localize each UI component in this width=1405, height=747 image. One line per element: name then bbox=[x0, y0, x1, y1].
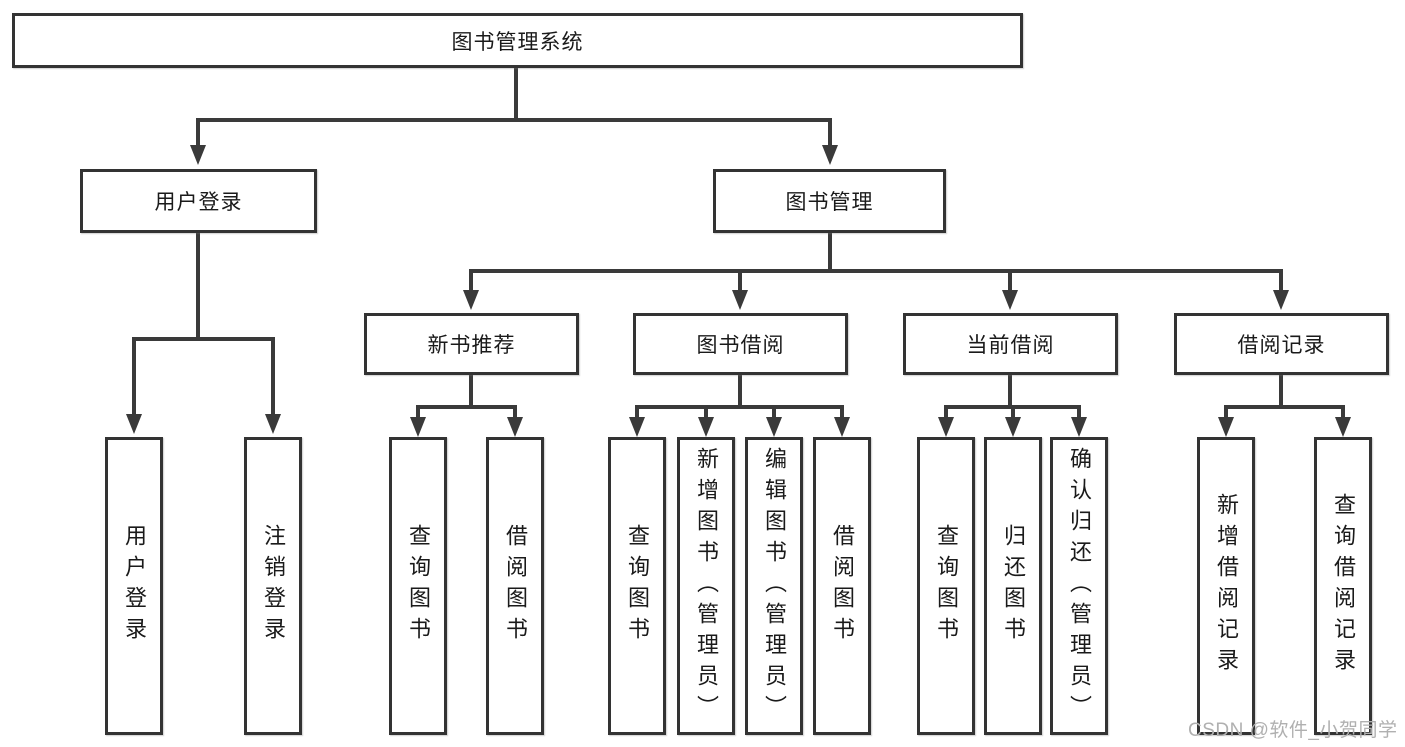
arrowhead-down bbox=[1071, 417, 1087, 437]
arrowhead-down bbox=[463, 290, 479, 310]
connector-arrow-shaft bbox=[738, 271, 742, 290]
node-box-leaf-query-book-3: 查询图书 bbox=[917, 437, 975, 735]
connector-level2-split bbox=[196, 118, 832, 122]
arrowhead-down bbox=[732, 290, 748, 310]
node-box-leaf-edit-book-admin: 编辑图书（管理员） bbox=[745, 437, 803, 735]
connector-module-stub bbox=[1008, 375, 1012, 407]
node-box-new-book-recommend: 新书推荐 bbox=[364, 313, 579, 375]
node-box-book-management: 图书管理 bbox=[713, 169, 946, 233]
node-box-leaf-borrow-book-1: 借阅图书 bbox=[486, 437, 544, 735]
arrowhead-down bbox=[822, 145, 838, 165]
node-box-leaf-user-login: 用户登录 bbox=[105, 437, 163, 735]
arrowhead-down bbox=[126, 414, 142, 434]
connector-arrow-shaft bbox=[196, 120, 200, 146]
node-label-borrow-records: 借阅记录 bbox=[1237, 334, 1326, 357]
arrowhead-down bbox=[834, 417, 850, 437]
node-box-leaf-add-borrow-record: 新增借阅记录 bbox=[1197, 437, 1255, 735]
connector-arrow-shaft bbox=[271, 340, 275, 414]
arrowhead-down bbox=[1273, 290, 1289, 310]
arrowhead-down bbox=[938, 417, 954, 437]
arrowhead-down bbox=[265, 414, 281, 434]
connector-arrow-shaft bbox=[1224, 405, 1228, 417]
leaf-label: 新增借阅记录 bbox=[1214, 493, 1239, 679]
node-box-system: 图书管理系统 bbox=[12, 13, 1023, 68]
connector-arrow-shaft bbox=[1008, 271, 1012, 290]
connector-login-stub bbox=[196, 233, 200, 340]
connector-arrow-shaft bbox=[1077, 405, 1081, 417]
connector-root-stub bbox=[514, 68, 518, 120]
connector-arrow-shaft bbox=[944, 405, 948, 417]
leaf-label: 新增图书（管理员） bbox=[694, 446, 719, 726]
node-box-leaf-query-book-1: 查询图书 bbox=[389, 437, 447, 735]
connector-module-stub bbox=[469, 375, 473, 407]
connector-login-split bbox=[132, 337, 275, 341]
connector-arrow-shaft bbox=[635, 405, 639, 417]
connector-level3-split bbox=[469, 269, 1283, 273]
arrowhead-down bbox=[1002, 290, 1018, 310]
node-box-current-borrow: 当前借阅 bbox=[903, 313, 1118, 375]
arrowhead-down bbox=[507, 417, 523, 437]
connector-arrow-shaft bbox=[1011, 405, 1015, 417]
node-box-borrow-records: 借阅记录 bbox=[1174, 313, 1389, 375]
connector-arrow-shaft bbox=[1279, 271, 1283, 290]
node-box-user-login: 用户登录 bbox=[80, 169, 317, 233]
node-label-system: 图书管理系统 bbox=[451, 30, 584, 54]
node-box-book-borrow: 图书借阅 bbox=[633, 313, 848, 375]
connector-leaf-split bbox=[416, 405, 517, 409]
connector-arrow-shaft bbox=[1341, 405, 1345, 417]
leaf-label: 查询借阅记录 bbox=[1331, 493, 1356, 679]
connector-arrow-shaft bbox=[416, 405, 420, 417]
connector-arrow-shaft bbox=[513, 405, 517, 417]
leaf-label: 借阅图书 bbox=[830, 524, 855, 648]
connector-mgmt-stub bbox=[828, 233, 832, 272]
node-label-user-login: 用户登录 bbox=[154, 191, 243, 214]
arrowhead-down bbox=[698, 417, 714, 437]
connector-arrow-shaft bbox=[704, 405, 708, 417]
arrowhead-down bbox=[1005, 417, 1021, 437]
connector-arrow-shaft bbox=[840, 405, 844, 417]
csdn-watermark: CSDN @软件_小贺同学 bbox=[1188, 720, 1398, 741]
connector-arrow-shaft bbox=[132, 340, 136, 414]
connector-module-stub bbox=[738, 375, 742, 407]
arrowhead-down bbox=[410, 417, 426, 437]
connector-module-stub bbox=[1279, 375, 1283, 407]
node-label-book-borrow: 图书借阅 bbox=[696, 334, 785, 357]
leaf-label: 借阅图书 bbox=[503, 524, 528, 648]
leaf-label: 编辑图书（管理员） bbox=[762, 446, 787, 726]
arrowhead-down bbox=[1335, 417, 1351, 437]
arrowhead-down bbox=[1218, 417, 1234, 437]
node-box-leaf-query-borrow-record: 查询借阅记录 bbox=[1314, 437, 1372, 735]
node-box-leaf-return-book: 归还图书 bbox=[984, 437, 1042, 735]
leaf-label: 注销登录 bbox=[261, 524, 286, 648]
node-box-leaf-logout: 注销登录 bbox=[244, 437, 302, 735]
arrowhead-down bbox=[629, 417, 645, 437]
connector-arrow-shaft bbox=[772, 405, 776, 417]
node-box-leaf-query-book-2: 查询图书 bbox=[608, 437, 666, 735]
connector-leaf-split bbox=[1224, 405, 1345, 409]
arrowhead-down bbox=[766, 417, 782, 437]
leaf-label: 查询图书 bbox=[625, 524, 650, 648]
leaf-label: 查询图书 bbox=[934, 524, 959, 648]
connector-leaf-split bbox=[635, 405, 844, 409]
node-box-leaf-confirm-return-admin: 确认归还（管理员） bbox=[1050, 437, 1108, 735]
connector-arrow-shaft bbox=[828, 120, 832, 146]
node-box-leaf-borrow-book-2: 借阅图书 bbox=[813, 437, 871, 735]
leaf-label: 归还图书 bbox=[1001, 524, 1026, 648]
leaf-label: 确认归还（管理员） bbox=[1067, 446, 1092, 726]
leaf-label: 查询图书 bbox=[406, 524, 431, 648]
leaf-label: 用户登录 bbox=[122, 524, 147, 648]
node-box-leaf-add-book-admin: 新增图书（管理员） bbox=[677, 437, 735, 735]
node-label-book-management: 图书管理 bbox=[785, 191, 874, 214]
node-label-current-borrow: 当前借阅 bbox=[966, 334, 1055, 357]
arrowhead-down bbox=[190, 145, 206, 165]
node-label-new-book-recommend: 新书推荐 bbox=[427, 334, 516, 357]
connector-arrow-shaft bbox=[469, 271, 473, 290]
